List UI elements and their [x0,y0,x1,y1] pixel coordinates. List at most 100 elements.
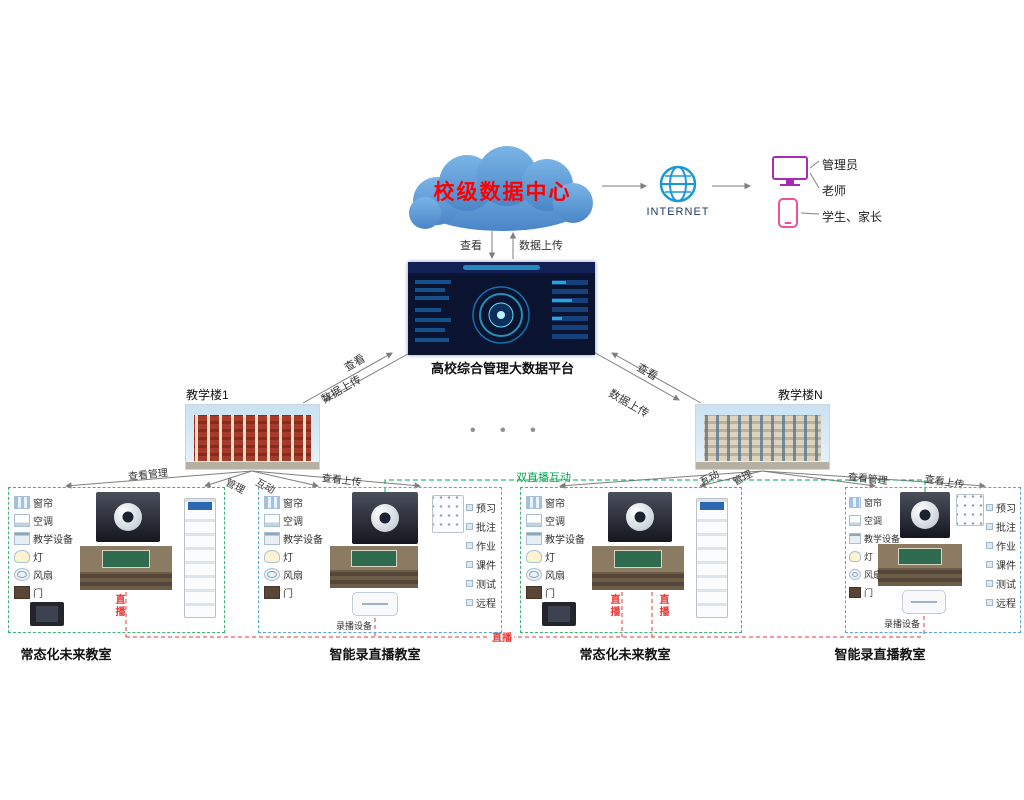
device-label: 门 [864,588,874,598]
phone-icon [778,198,798,228]
ac-icon [526,514,542,527]
device-label: 灯 [33,553,43,564]
classroom-photo [330,546,418,588]
control-panel [432,495,464,533]
right-upload-label: 数据上传 [606,387,651,421]
building-facade [193,415,312,462]
door-icon [14,586,30,599]
function-row: 测试 [466,576,496,591]
device-label: 门 [283,589,293,600]
function-label: 远程 [996,599,1016,610]
function-row: 课件 [466,557,496,572]
function-icon [986,561,993,568]
classroom-group-2-box [258,487,502,633]
function-label: 预习 [476,504,496,515]
dome-camera-photo [608,492,672,542]
curtain-icon [14,496,30,509]
classroom-photo [592,546,684,590]
ac-icon [264,514,280,527]
device-row: 风扇 [14,567,53,582]
desks [80,571,172,590]
recorder-device-photo [352,592,398,616]
user-student-parent-label: 学生、家长 [822,210,883,224]
function-icon [466,523,473,530]
device-row: 风扇 [849,567,882,582]
classroom-photo [80,546,172,590]
function-label: 作业 [996,542,1016,553]
device-label: 灯 [283,553,293,564]
fanout-view-upload-label: 查看上传 [321,473,363,489]
cloud-view-label: 查看 [460,240,482,252]
lamp-icon [526,550,542,563]
device-row: 窗帘 [264,495,303,510]
function-label: 远程 [476,599,496,610]
camera-dome [911,501,939,529]
data-center-label: 校级数据中心 [433,181,572,204]
classroom-group-3-box [520,487,742,633]
desks [330,570,418,588]
fan-icon [14,568,30,581]
device-label: 门 [545,589,555,600]
live-label: 直播 [113,594,124,618]
cloud-upload-label: 数据上传 [519,240,563,252]
classroom-group-4-box [845,487,1021,633]
dome-camera-photo [352,492,418,544]
terminal-device-photo [30,602,64,626]
device-row: 教学设备 [849,531,900,546]
chalkboard [898,548,942,565]
device-row: 灯 [264,549,293,564]
monitor-icon [772,156,808,186]
dual-live-label: 双直播互动 [516,472,571,484]
device-row: 门 [264,585,293,600]
camera-dome [626,503,654,531]
device-row: 窗帘 [14,495,53,510]
fanout-view-manage-label: 查看管理 [127,467,169,483]
right-view-label: 查看 [634,361,660,384]
ground [186,461,319,469]
door-icon [526,586,542,599]
internet-globe-icon [659,165,697,203]
fanout-manage-label: 管理 [223,477,247,497]
device-row: 空调 [849,513,882,528]
device-label: 空调 [864,516,883,526]
function-row: 预习 [466,500,496,515]
curtain-icon [264,496,280,509]
live-label: 直播 [608,594,619,618]
camera-dome [114,503,142,531]
function-icon [466,580,473,587]
control-panel [956,494,984,526]
classroom-group-1-label: 常态化未来教室 [20,647,112,662]
device-label: 窗帘 [545,499,565,510]
function-icon [986,580,993,587]
classroom-photo [878,544,962,586]
data-center-cloud [409,146,593,231]
platform-dashboard [408,262,595,355]
device-label: 窗帘 [864,498,883,508]
classroom-group-3-label: 常态化未来教室 [579,647,671,662]
device-label: 空调 [283,517,303,528]
camera-lens [379,512,391,524]
device-row: 灯 [526,549,555,564]
internet-label: INTERNET [646,206,710,218]
function-row: 批注 [986,519,1016,534]
fan-icon [526,568,542,581]
device-label: 教学设备 [545,535,585,546]
lamp-icon [264,550,280,563]
classroom-group-2-label: 智能录直播教室 [329,647,421,662]
device-row: 灯 [849,549,873,564]
building-1-photo [185,404,320,470]
function-icon [986,504,993,511]
device-label: 灯 [545,553,555,564]
function-row: 测试 [986,576,1016,591]
function-label: 课件 [476,561,496,572]
device-label: 灯 [864,552,874,562]
device-row: 教学设备 [526,531,585,546]
device-row: 窗帘 [849,495,882,510]
building-facade [703,415,822,462]
desks [878,568,962,586]
fan-icon [264,568,280,581]
function-icon [986,599,993,606]
ground [696,461,829,469]
